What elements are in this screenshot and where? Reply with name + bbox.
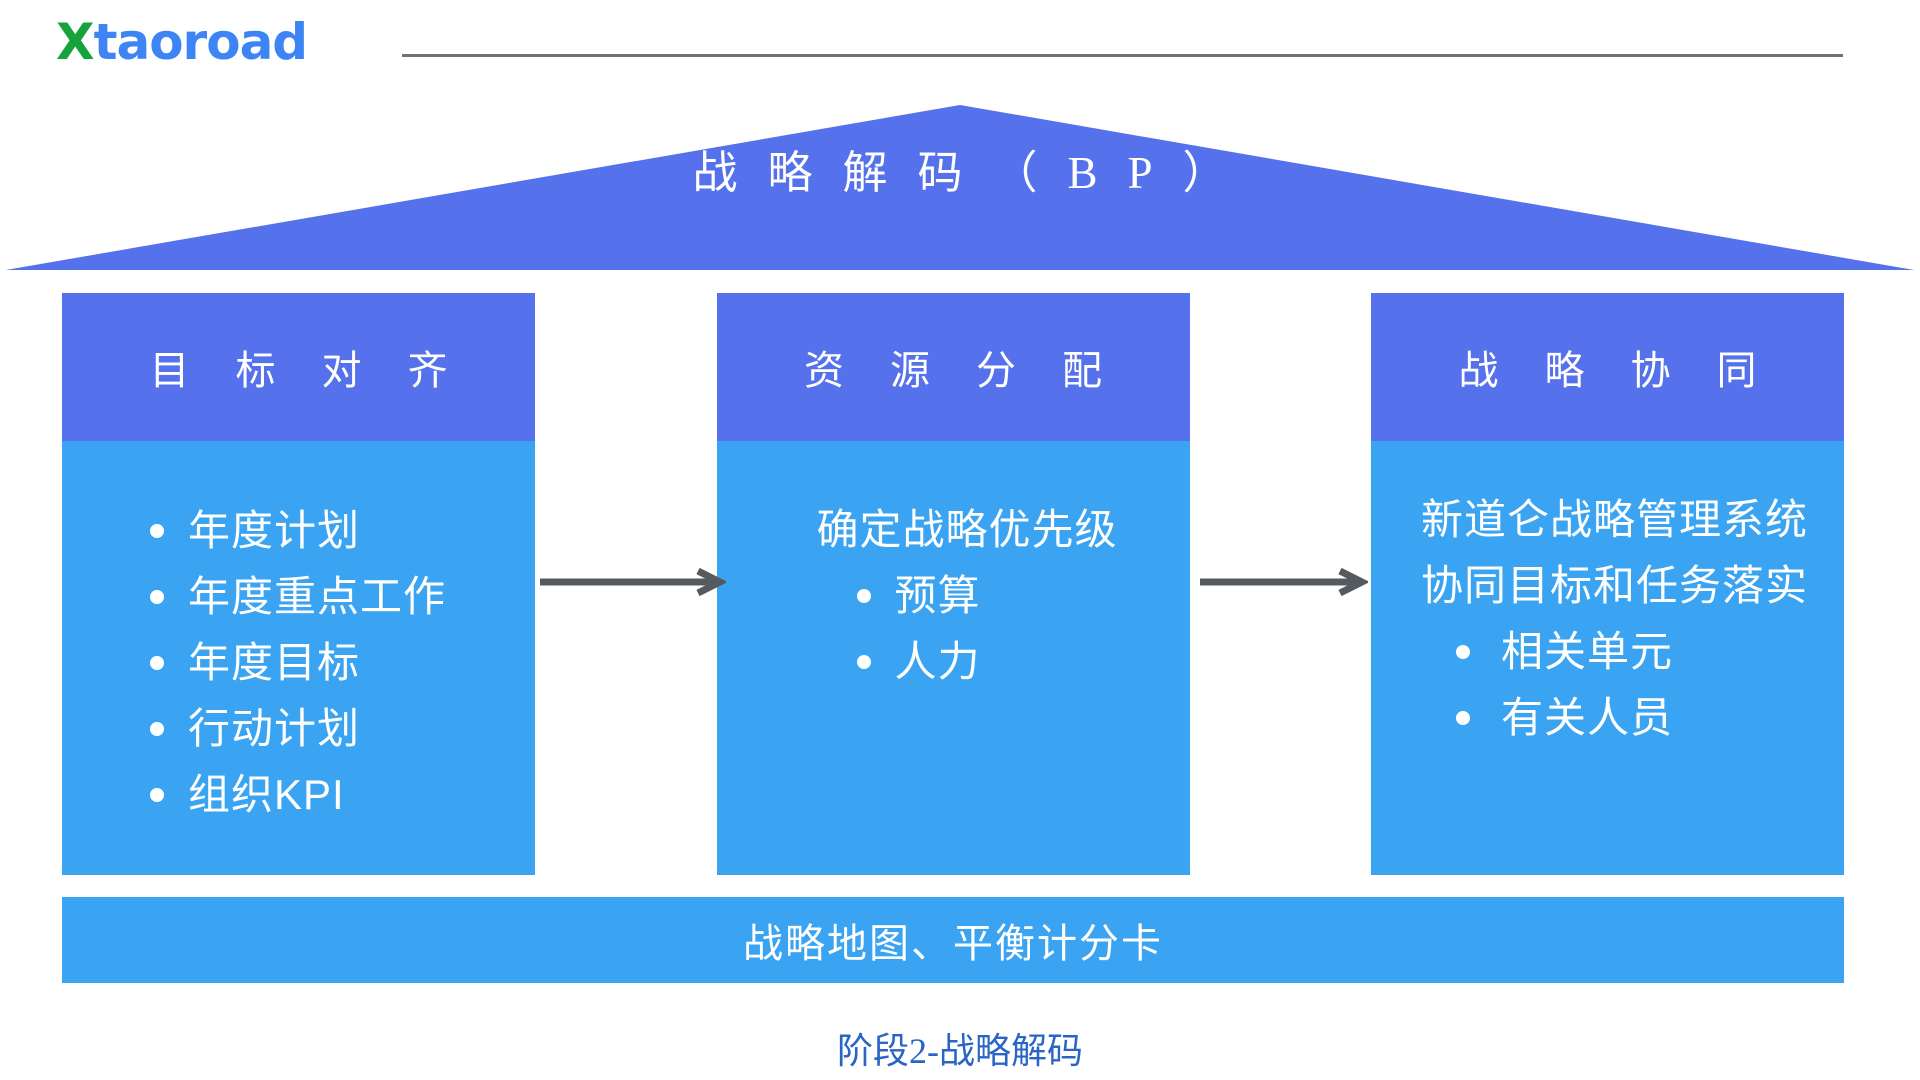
bullet-item: 组织KPI — [150, 762, 535, 828]
bullet-list: 年度计划年度重点工作年度目标行动计划组织KPI — [62, 498, 535, 828]
column-goal-alignment: 目标对齐 年度计划年度重点工作年度目标行动计划组织KPI — [62, 293, 535, 875]
header-divider-line — [402, 54, 1843, 57]
footer-bar: 战略地图、平衡计分卡 — [62, 897, 1844, 983]
flow-arrow-1 — [540, 568, 726, 596]
column-body: 新道仑战略管理系统协同目标和任务落实 相关单元有关人员 — [1371, 441, 1844, 875]
column-resource-allocation: 资源分配 确定战略优先级 预算人力 — [716, 293, 1190, 875]
column-header-label: 目标对齐 — [149, 348, 494, 393]
column-body: 年度计划年度重点工作年度目标行动计划组织KPI — [62, 441, 535, 875]
footer-bar-label: 战略地图、平衡计分卡 — [743, 921, 1163, 966]
bullet-list: 相关单元有关人员 — [1371, 619, 1844, 751]
bullet-item: 相关单元 — [1456, 619, 1844, 685]
brand-logo-rest: taoroad — [93, 13, 309, 71]
bullet-item: 年度目标 — [150, 630, 535, 696]
column-header: 战略协同 — [1371, 293, 1844, 441]
column-header-label: 战略协同 — [1458, 348, 1803, 393]
bullet-item: 年度重点工作 — [150, 564, 535, 630]
bullet-item: 有关人员 — [1456, 685, 1844, 751]
column-strategy-synergy: 战略协同 新道仑战略管理系统协同目标和任务落实 相关单元有关人员 — [1371, 293, 1844, 875]
bullet-item: 预算 — [856, 563, 1190, 629]
brand-logo-x: X — [56, 13, 95, 71]
bullet-item: 人力 — [856, 629, 1190, 695]
banner-title: 战略解码（BP） — [692, 148, 1258, 198]
column-header: 目标对齐 — [62, 293, 535, 441]
bullet-list: 预算人力 — [717, 563, 1190, 695]
column-body: 确定战略优先级 预算人力 — [716, 441, 1190, 875]
bullet-item: 年度计划 — [150, 498, 535, 564]
column-intro: 确定战略优先级 — [717, 497, 1190, 563]
flow-arrow-2 — [1200, 568, 1368, 596]
page-caption: 阶段2-战略解码 — [837, 1031, 1083, 1071]
column-header: 资源分配 — [716, 293, 1190, 441]
column-header-label: 资源分配 — [804, 348, 1148, 393]
bullet-item: 行动计划 — [150, 696, 535, 762]
column-intro-line: 新道仑战略管理系统 — [1421, 496, 1809, 543]
column-intro-line: 协同目标和任务落实 — [1421, 562, 1809, 609]
column-intro: 新道仑战略管理系统协同目标和任务落实 — [1371, 487, 1844, 619]
process-columns: 目标对齐 年度计划年度重点工作年度目标行动计划组织KPI 资源分配 确定战略优先… — [62, 293, 1844, 875]
brand-logo: Xtaoroad — [56, 13, 309, 71]
column-intro-line: 确定战略优先级 — [816, 506, 1118, 553]
